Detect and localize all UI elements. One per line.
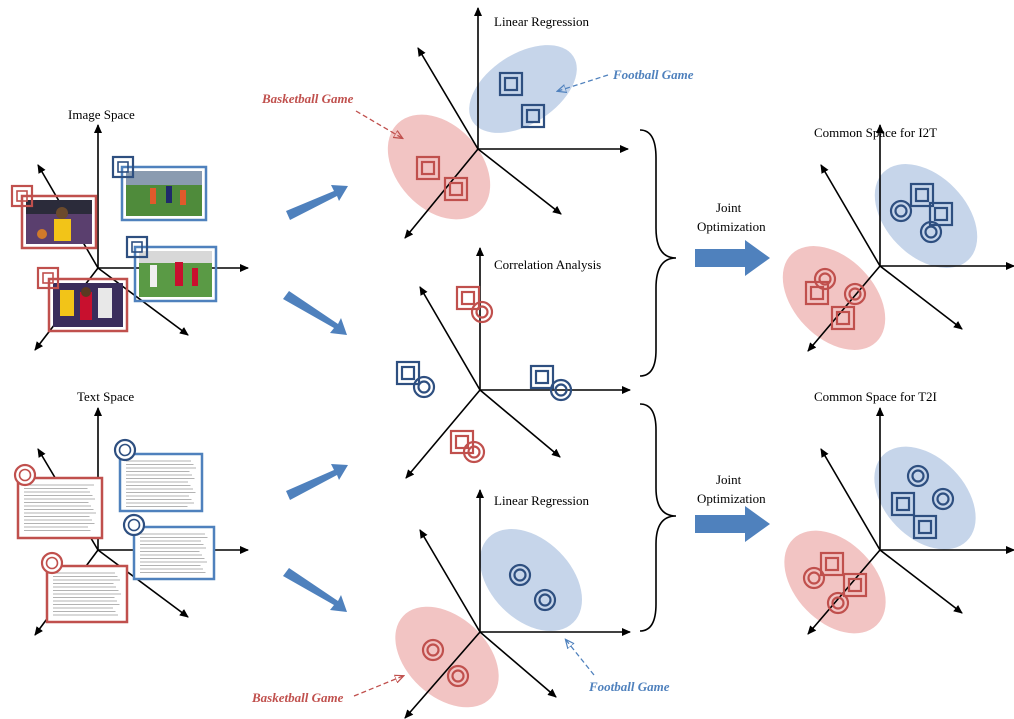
svg-text:Optimization: Optimization bbox=[697, 491, 766, 506]
arrow-text-to-regression bbox=[283, 568, 347, 612]
basketball-label-bottom: Basketball Game bbox=[251, 690, 344, 705]
svg-text:Joint: Joint bbox=[716, 200, 742, 215]
football-label-top: Football Game bbox=[612, 67, 694, 82]
football-doc-1 bbox=[113, 438, 204, 513]
basketball-cluster-i2t bbox=[804, 267, 867, 331]
linear-regression-top-panel: Linear Regression Basketball Game Footba… bbox=[261, 7, 694, 239]
linear-regression-top-label: Linear Regression bbox=[494, 14, 589, 29]
football-pair-2 bbox=[529, 364, 573, 402]
basketball-pair-2 bbox=[449, 429, 486, 464]
basketball-photo-1 bbox=[10, 184, 98, 250]
common-t2i-label: Common Space for T2I bbox=[814, 389, 937, 404]
linear-regression-bottom-label: Linear Regression bbox=[494, 493, 589, 508]
arrow-text-to-correlation bbox=[286, 464, 348, 500]
basketball-markers-bottom bbox=[421, 638, 470, 688]
football-cluster-t2i bbox=[890, 464, 955, 540]
joint-optimization-bottom: Joint Optimization bbox=[695, 472, 770, 542]
image-space-panel: Image Space bbox=[10, 107, 249, 351]
brace-top bbox=[639, 129, 677, 377]
basketball-doc-1 bbox=[13, 463, 104, 540]
text-space-label: Text Space bbox=[77, 389, 134, 404]
basketball-doc-2 bbox=[40, 551, 129, 624]
basketball-pair-1 bbox=[455, 285, 494, 324]
correlation-analysis-label: Correlation Analysis bbox=[494, 257, 601, 272]
common-space-t2i-panel: Common Space for T2I bbox=[784, 389, 1014, 635]
common-i2t-label: Common Space for I2T bbox=[814, 125, 937, 140]
transfer-arrows bbox=[283, 185, 348, 612]
basketball-markers bbox=[415, 155, 469, 202]
football-pair-1 bbox=[395, 360, 436, 399]
football-photo-2 bbox=[125, 235, 218, 303]
text-space-panel: Text Space bbox=[13, 389, 249, 636]
football-markers bbox=[498, 71, 546, 129]
arrow-image-to-correlation bbox=[283, 291, 347, 335]
linear-regression-bottom-panel: Linear Regression Basketball Game Footba… bbox=[251, 489, 670, 719]
image-space-label: Image Space bbox=[68, 107, 135, 122]
football-cluster-i2t bbox=[889, 182, 954, 244]
joint-arrow-bottom-shape bbox=[695, 506, 770, 542]
football-doc-2 bbox=[122, 513, 216, 581]
football-pointer-bottom bbox=[566, 640, 595, 676]
arrow-image-to-regression bbox=[286, 185, 348, 220]
common-space-i2t-panel: Common Space for I2T bbox=[782, 124, 1014, 352]
basketball-photo-2 bbox=[36, 266, 129, 333]
football-markers-bottom bbox=[508, 563, 557, 612]
football-label-bottom: Football Game bbox=[588, 679, 670, 694]
basketball-pointer-bottom bbox=[353, 676, 403, 697]
basketball-pointer-top bbox=[355, 110, 402, 138]
joint-arrow-top-shape bbox=[695, 240, 770, 276]
football-pointer-top bbox=[558, 74, 609, 91]
joint-optimization-top: Joint Optimization bbox=[695, 200, 770, 276]
correlation-analysis-panel: Correlation Analysis bbox=[395, 247, 631, 479]
basketball-cluster-t2i bbox=[802, 551, 868, 615]
brace-bottom bbox=[639, 403, 677, 632]
svg-text:Joint: Joint bbox=[716, 472, 742, 487]
football-photo-1 bbox=[111, 155, 208, 222]
basketball-label-top: Basketball Game bbox=[261, 91, 354, 106]
svg-text:Optimization: Optimization bbox=[697, 219, 766, 234]
